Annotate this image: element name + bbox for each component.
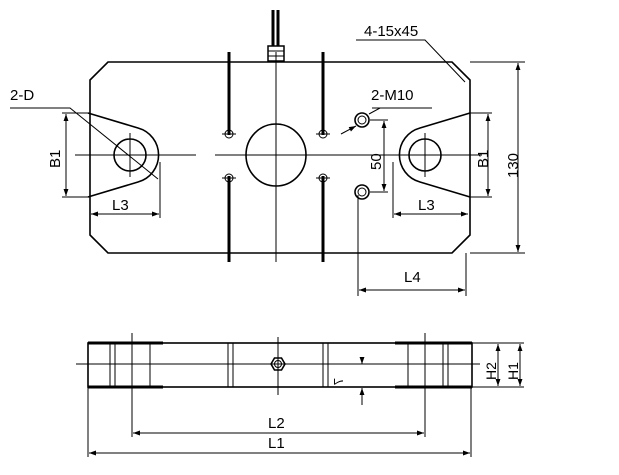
nut — [270, 337, 286, 395]
l4-label: L4 — [404, 269, 421, 286]
left-lug — [87, 112, 160, 198]
threads-label: 2-M10 — [371, 87, 414, 104]
b1-left-label: B1 — [47, 150, 64, 168]
chamfer-label: 4-15x45 — [364, 23, 418, 40]
side-section-lines — [109, 343, 449, 387]
l3-right-label: L3 — [418, 197, 435, 214]
l3-left-label: L3 — [112, 197, 129, 214]
side-body — [87, 342, 473, 388]
slots — [222, 52, 330, 262]
holes-label: 2-D — [10, 87, 34, 104]
side-view: 7 H2 H1 L2 L1 — [76, 333, 524, 457]
depth-label: 7 — [331, 378, 346, 385]
h2-label: H2 — [483, 362, 499, 380]
plate-outline — [89, 61, 471, 254]
l2-label: L2 — [268, 415, 285, 432]
spacing-label: 50 — [368, 153, 385, 170]
height-label: 130 — [505, 153, 522, 178]
top-view: B1 B1 130 50 L3 L3 L4 4-15x45 2-D 2-M10 — [10, 10, 525, 296]
l1-label: L1 — [268, 435, 285, 452]
h1-label: H1 — [505, 362, 521, 380]
b1-right-label: B1 — [475, 150, 492, 168]
right-lug — [398, 112, 471, 198]
m10-holes — [354, 112, 370, 200]
